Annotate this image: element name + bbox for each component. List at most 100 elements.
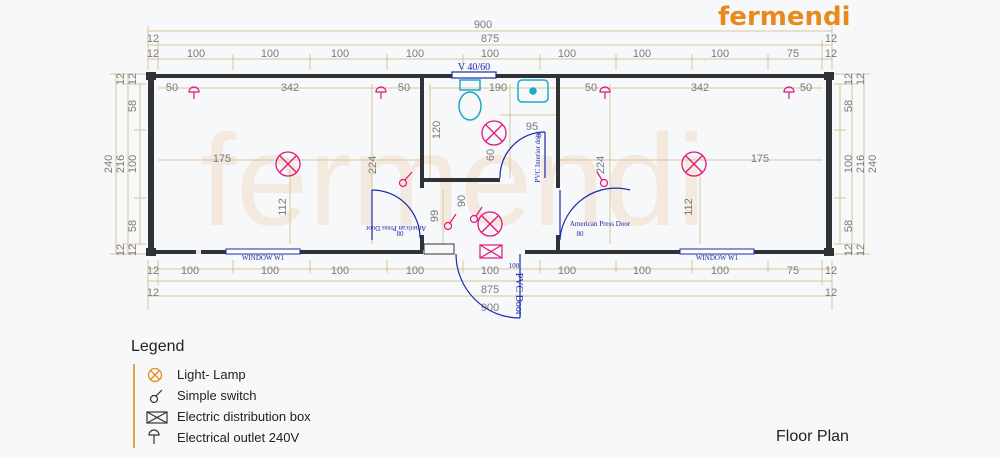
svg-text:342: 342 [281, 82, 299, 94]
toilet-tank-icon [459, 79, 481, 91]
svg-text:99: 99 [429, 210, 441, 222]
svg-text:80: 80 [577, 230, 585, 238]
svg-text:12: 12 [147, 48, 159, 60]
svg-text:175: 175 [213, 153, 231, 165]
svg-text:50: 50 [585, 82, 597, 94]
window-left-label: WINDOW W1 [242, 254, 285, 262]
svg-text:PVC Interior door: PVC Interior door [534, 131, 542, 183]
svg-text:58: 58 [127, 220, 139, 232]
bottom-dimensions [147, 260, 833, 310]
svg-text:100: 100 [481, 265, 499, 277]
svg-text:12: 12 [855, 73, 867, 85]
svg-text:100: 100 [558, 48, 576, 60]
svg-text:100: 100 [181, 265, 199, 277]
svg-text:112: 112 [277, 198, 289, 216]
legend-item-switch: Simple switch [145, 385, 311, 406]
windows: WINDOW W1 WINDOW W1 V 40/60 [225, 62, 755, 262]
svg-text:70: 70 [535, 132, 543, 140]
svg-text:100: 100 [843, 155, 855, 173]
svg-text:100: 100 [633, 48, 651, 60]
svg-text:12: 12 [825, 265, 837, 277]
bathroom-fixtures [458, 79, 549, 121]
svg-text:875: 875 [481, 33, 499, 45]
brand-logo: fermendi [718, 2, 851, 32]
outlet-icon [148, 428, 160, 444]
svg-text:12: 12 [825, 48, 837, 60]
svg-text:American Press Door: American Press Door [570, 220, 631, 228]
svg-text:American Press Door: American Press Door [365, 224, 426, 232]
svg-text:100: 100 [711, 265, 729, 277]
legend-item-label: Electrical outlet 240V [177, 430, 300, 445]
svg-text:120: 120 [431, 121, 443, 139]
svg-text:100: 100 [261, 48, 279, 60]
svg-text:12: 12 [843, 244, 855, 256]
svg-text:58: 58 [843, 100, 855, 112]
svg-text:216: 216 [855, 155, 867, 173]
switch-icon [398, 171, 413, 188]
svg-text:900: 900 [481, 302, 499, 314]
legend-item-distribution-box: Electric distribution box [145, 406, 311, 427]
svg-text:224: 224 [595, 156, 607, 174]
svg-text:100: 100 [331, 48, 349, 60]
floor-plan-title: Floor Plan [776, 428, 849, 445]
svg-text:80: 80 [397, 230, 405, 238]
svg-text:12: 12 [147, 265, 159, 277]
outlet-icon [375, 86, 387, 99]
lamp-icon [681, 151, 707, 177]
outlets [188, 86, 795, 99]
svg-text:112: 112 [683, 198, 695, 216]
legend-item-outlet: Electrical outlet 240V [145, 427, 311, 448]
legend-item-label: Simple switch [177, 388, 257, 403]
svg-text:50: 50 [166, 82, 178, 94]
svg-text:875: 875 [481, 284, 499, 296]
svg-text:95: 95 [526, 121, 538, 133]
svg-text:100: 100 [509, 262, 520, 270]
switch-icon [596, 171, 609, 188]
svg-text:12: 12 [147, 287, 159, 299]
svg-text:216: 216 [115, 155, 127, 173]
legend: Legend Light- Lamp Simple switch Electri… [131, 338, 311, 448]
svg-text:12: 12 [147, 33, 159, 45]
lamp-icon [477, 211, 503, 237]
svg-text:100: 100 [127, 155, 139, 173]
svg-text:58: 58 [127, 100, 139, 112]
svg-text:240: 240 [867, 155, 879, 173]
lamp-icon [481, 120, 507, 146]
svg-text:12: 12 [825, 287, 837, 299]
svg-text:342: 342 [691, 82, 709, 94]
top-dimensions [147, 26, 833, 70]
svg-text:12: 12 [115, 244, 127, 256]
doors [371, 131, 631, 319]
toilet-icon [458, 91, 482, 121]
svg-text:100: 100 [331, 265, 349, 277]
outlet-icon [783, 86, 795, 99]
legend-item-label: Electric distribution box [177, 409, 311, 424]
ventilation-label: V 40/60 [458, 62, 490, 73]
legend-list: Light- Lamp Simple switch Electric distr… [133, 364, 311, 448]
svg-text:12: 12 [825, 33, 837, 45]
outlet-icon [188, 86, 200, 99]
svg-text:12: 12 [855, 244, 867, 256]
door-labels: American Press Door American Press Door … [365, 131, 631, 316]
svg-text:190: 190 [489, 82, 507, 94]
floor-plan-drawing: fermendi [103, 19, 879, 319]
lamp-icon [147, 367, 163, 382]
svg-text:224: 224 [367, 156, 379, 174]
svg-text:60: 60 [485, 149, 497, 161]
svg-text:12: 12 [115, 73, 127, 85]
svg-text:900: 900 [474, 19, 492, 31]
svg-text:PVC Door: PVC Door [513, 273, 524, 316]
switch-icon [469, 206, 483, 224]
legend-item-label: Light- Lamp [177, 367, 246, 382]
switch-icon [149, 389, 163, 403]
svg-text:240: 240 [103, 155, 115, 173]
svg-text:90: 90 [456, 195, 468, 207]
svg-text:12: 12 [127, 244, 139, 256]
sink-icon [517, 79, 549, 103]
outlet-icon [599, 86, 611, 99]
svg-text:100: 100 [406, 265, 424, 277]
svg-text:100: 100 [633, 265, 651, 277]
switch-icon [443, 213, 457, 231]
lamps [275, 120, 707, 237]
svg-text:50: 50 [398, 82, 410, 94]
